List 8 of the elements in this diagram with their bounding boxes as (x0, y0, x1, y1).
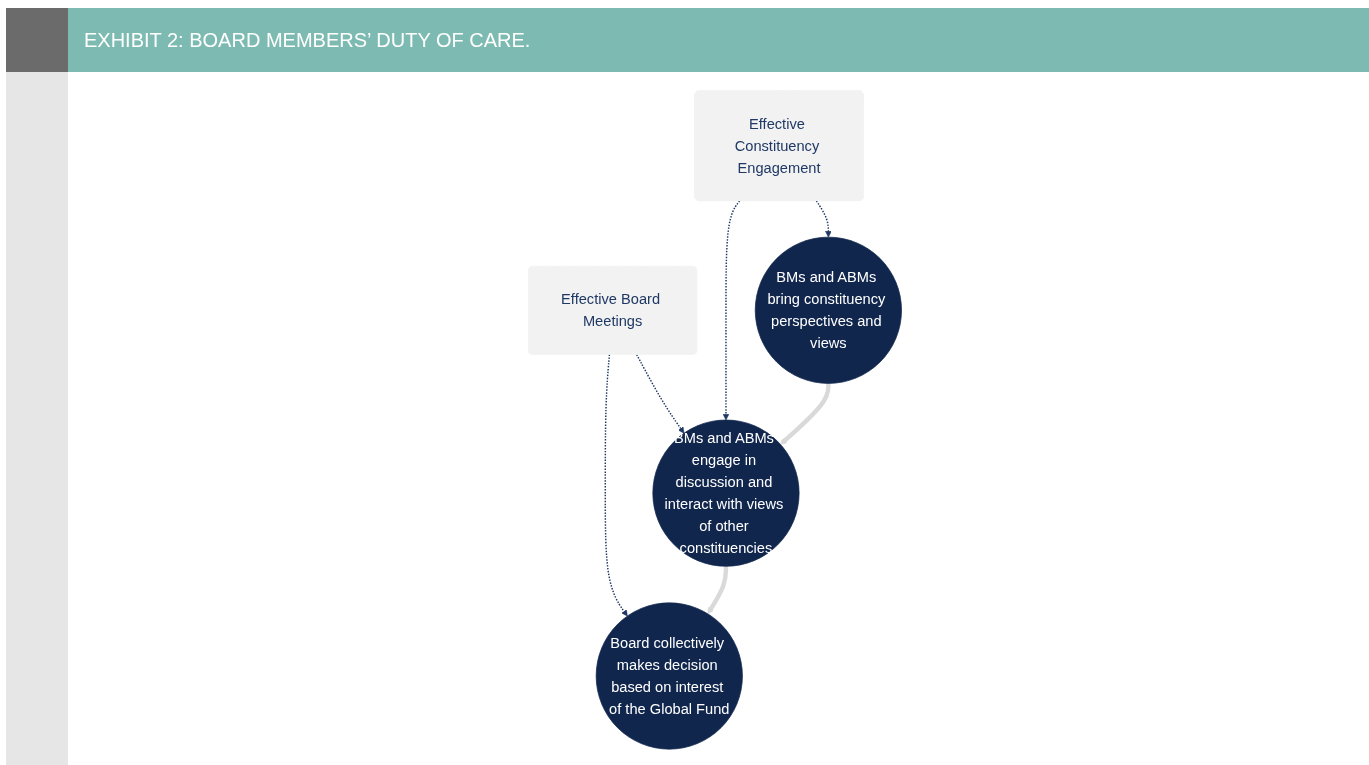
arrow (635, 353, 685, 434)
node-circle: BMs and ABMs bring constituency perspectives and views (754, 236, 902, 384)
arrow (780, 383, 831, 445)
arrow (815, 200, 832, 238)
arrow (707, 566, 729, 615)
title-banner: EXHIBIT 2: BOARD MEMBERS’ DUTY OF CARE. (68, 8, 1369, 72)
arrow (722, 200, 741, 421)
node-circle: Board collectively makes decision based on interest of the Global Fund (595, 602, 743, 750)
